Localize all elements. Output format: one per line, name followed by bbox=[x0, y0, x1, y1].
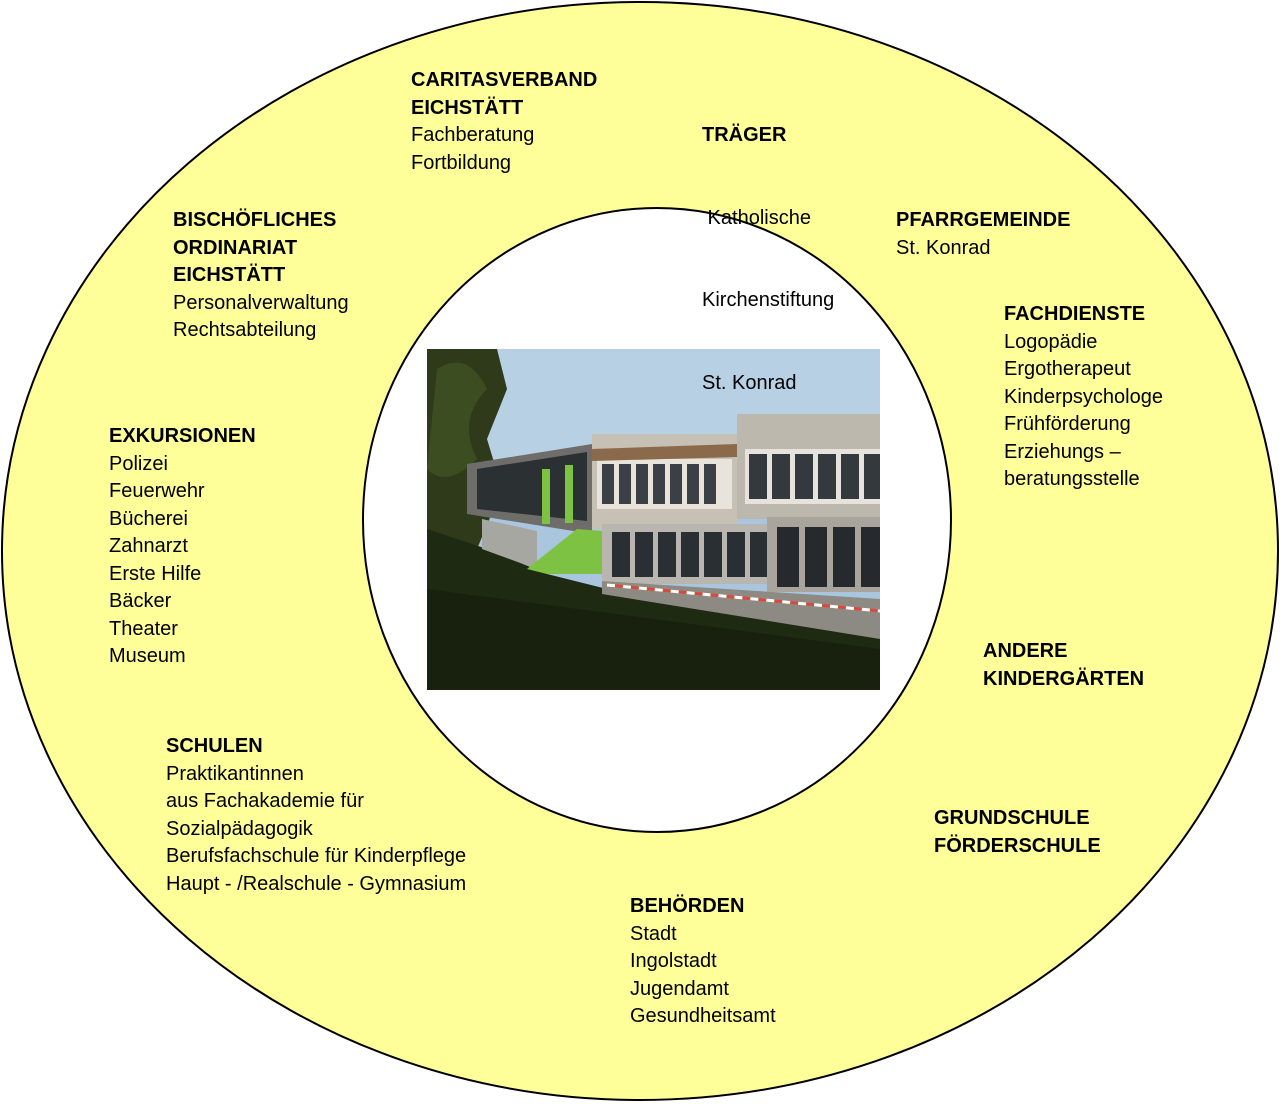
block-title: BISCHÖFLICHES bbox=[173, 209, 337, 231]
block-bischoefliches-ordinariat: BISCHÖFLICHES ORDINARIAT EICHSTÄTT Perso… bbox=[173, 207, 349, 345]
block-title: EICHSTÄTT bbox=[411, 96, 524, 119]
block-behoerden: BEHÖRDEN Stadt Ingolstadt Jugendamt Gesu… bbox=[630, 893, 776, 1031]
block-line: Sozialpädagogik bbox=[166, 817, 313, 840]
block-title: EXKURSIONEN bbox=[109, 425, 256, 447]
block-line: beratungsstelle bbox=[1004, 468, 1140, 490]
block-title: BEHÖRDEN bbox=[630, 895, 745, 917]
block-schulen: SCHULEN Praktikantinnen aus Fachakademie… bbox=[166, 733, 466, 898]
block-title: SCHULEN bbox=[166, 735, 263, 757]
block-line: Zahnarzt bbox=[109, 535, 188, 557]
block-exkursionen: EXKURSIONEN Polizei Feuerwehr Bücherei Z… bbox=[109, 423, 256, 671]
block-andere-kindergaerten: ANDERE KINDERGÄRTEN bbox=[983, 638, 1144, 693]
block-line: Theater bbox=[109, 617, 178, 640]
block-line: Praktikantinnen bbox=[166, 762, 304, 785]
block-line: Jugendamt bbox=[630, 977, 729, 1000]
block-title: ANDERE bbox=[983, 640, 1068, 662]
block-line: Gesundheitsamt bbox=[630, 1005, 776, 1027]
block-caritasverband: CARITASVERBAND EICHSTÄTT Fachberatung Fo… bbox=[411, 67, 597, 177]
block-title: ORDINARIAT bbox=[173, 236, 298, 259]
block-line: Erste Hilfe bbox=[109, 562, 202, 585]
block-line: Logopädie bbox=[1004, 330, 1098, 353]
block-line: St. Konrad bbox=[702, 371, 797, 394]
block-title: TRÄGER bbox=[702, 124, 787, 146]
block-line: Polizei bbox=[109, 452, 168, 475]
block-line: St. Konrad bbox=[896, 236, 991, 259]
block-line: Ingolstadt bbox=[630, 950, 717, 972]
block-line: Haupt - /Realschule - Gymnasium bbox=[166, 872, 467, 895]
block-line: Kirchenstiftung bbox=[702, 289, 835, 311]
block-traeger: TRÄGER Katholische Kirchenstiftung St. K… bbox=[702, 67, 834, 425]
block-title: FÖRDERSCHULE bbox=[934, 834, 1101, 857]
kindergarten-building-photo bbox=[427, 349, 880, 690]
block-title: GRUNDSCHULE bbox=[934, 807, 1090, 829]
block-line: Erziehungs – bbox=[1004, 440, 1121, 463]
block-line: Feuerwehr bbox=[109, 480, 205, 502]
block-grundschule-foerderschule: GRUNDSCHULE FÖRDERSCHULE bbox=[934, 805, 1101, 860]
block-title: EICHSTÄTT bbox=[173, 264, 286, 286]
block-line: Personalverwaltung bbox=[173, 291, 349, 314]
block-line: Bücherei bbox=[109, 507, 188, 530]
block-pfarrgemeinde: PFARRGEMEINDE St. Konrad bbox=[896, 207, 1070, 262]
block-line: Museum bbox=[109, 645, 186, 667]
block-line: aus Fachakademie für bbox=[166, 790, 364, 812]
block-line: Fachberatung bbox=[411, 124, 535, 146]
block-line: Stadt bbox=[630, 922, 677, 945]
block-title: KINDERGÄRTEN bbox=[983, 667, 1145, 690]
block-title: FACHDIENSTE bbox=[1004, 303, 1146, 325]
block-line: Fortbildung bbox=[411, 151, 512, 174]
block-line: Rechtsabteilung bbox=[173, 319, 317, 341]
block-line: Frühförderung bbox=[1004, 413, 1131, 435]
block-line: Kinderpsychologe bbox=[1004, 385, 1163, 408]
block-title: CARITASVERBAND bbox=[411, 69, 598, 91]
block-line: Bäcker bbox=[109, 590, 172, 612]
block-fachdienste: FACHDIENSTE Logopädie Ergotherapeut Kind… bbox=[1004, 301, 1163, 494]
block-title: PFARRGEMEINDE bbox=[896, 209, 1071, 231]
block-line: Ergotherapeut bbox=[1004, 358, 1131, 380]
block-line: Berufsfachschule für Kinderpflege bbox=[166, 845, 467, 867]
block-line: Katholische bbox=[702, 206, 811, 229]
